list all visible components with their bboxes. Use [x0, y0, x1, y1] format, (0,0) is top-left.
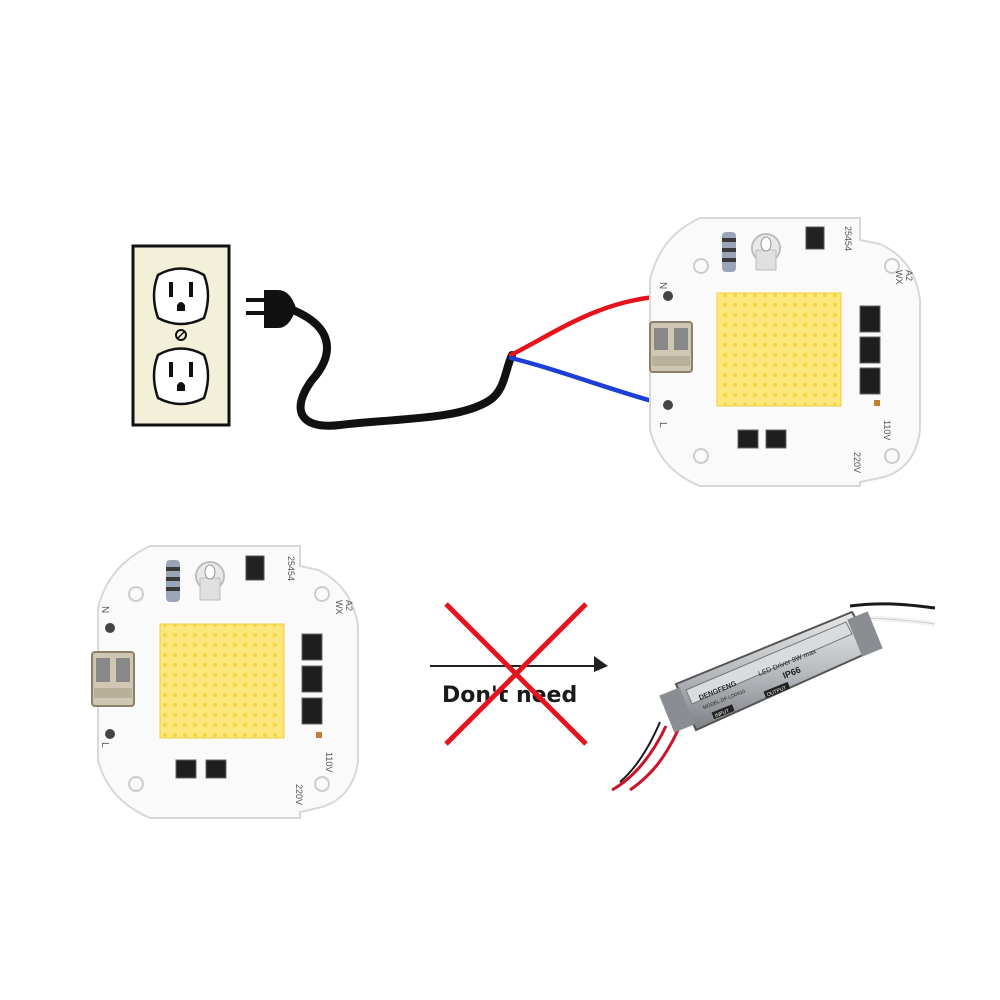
- outlet-screw: [175, 329, 187, 341]
- cob-led-module-bottom: N L 25454 A2 WX 110V 220V: [91, 545, 359, 819]
- terminal-block: [649, 321, 693, 373]
- neutral-wire: [508, 355, 669, 408]
- wall-outlet-icon: [131, 244, 231, 427]
- terminal-l: [663, 400, 673, 410]
- terminal-n: [663, 291, 673, 301]
- power-cord: [289, 306, 516, 430]
- socket-top: [152, 267, 210, 326]
- terminal-n: [105, 623, 115, 633]
- plug-icon: [246, 290, 296, 328]
- module-code: 25454: [286, 556, 296, 581]
- mark-a2: A2: [344, 600, 354, 611]
- live-wire: [508, 293, 669, 358]
- led-chip: [716, 292, 842, 407]
- terminal-l: [105, 729, 115, 739]
- label-n: N: [657, 282, 668, 289]
- driver-input-tag: INPUT: [714, 708, 730, 719]
- voltage-110v: 110V: [882, 420, 892, 440]
- voltage-110v: 110V: [324, 752, 334, 772]
- voltage-220v: 220V: [852, 452, 862, 473]
- module-code: 25454: [843, 226, 853, 251]
- capacitor-icon: [195, 561, 225, 601]
- voltage-220v: 220V: [294, 784, 304, 805]
- label-n: N: [99, 606, 110, 613]
- mark-wx: WX: [894, 270, 904, 285]
- led-driver-icon: DENGFENG MODEL:DF-LD0910 LED Driver 9W m…: [611, 602, 936, 792]
- cob-led-module-top: N L 25454 A2 WX 110V 220V: [649, 217, 921, 487]
- resistor-icon: [722, 232, 736, 272]
- terminal-block: [91, 651, 135, 707]
- dont-need-symbol: Don't need: [430, 602, 608, 746]
- resistor-icon: [166, 560, 180, 602]
- arrow-head-icon: [594, 656, 608, 672]
- socket-bottom: [152, 347, 210, 406]
- label-l: L: [99, 742, 110, 748]
- led-chip: [159, 623, 285, 739]
- mark-wx: WX: [334, 600, 344, 615]
- mark-a2: A2: [904, 270, 914, 281]
- capacitor-icon: [751, 233, 781, 271]
- label-l: L: [657, 422, 668, 428]
- dont-need-label: Don't need: [442, 683, 577, 708]
